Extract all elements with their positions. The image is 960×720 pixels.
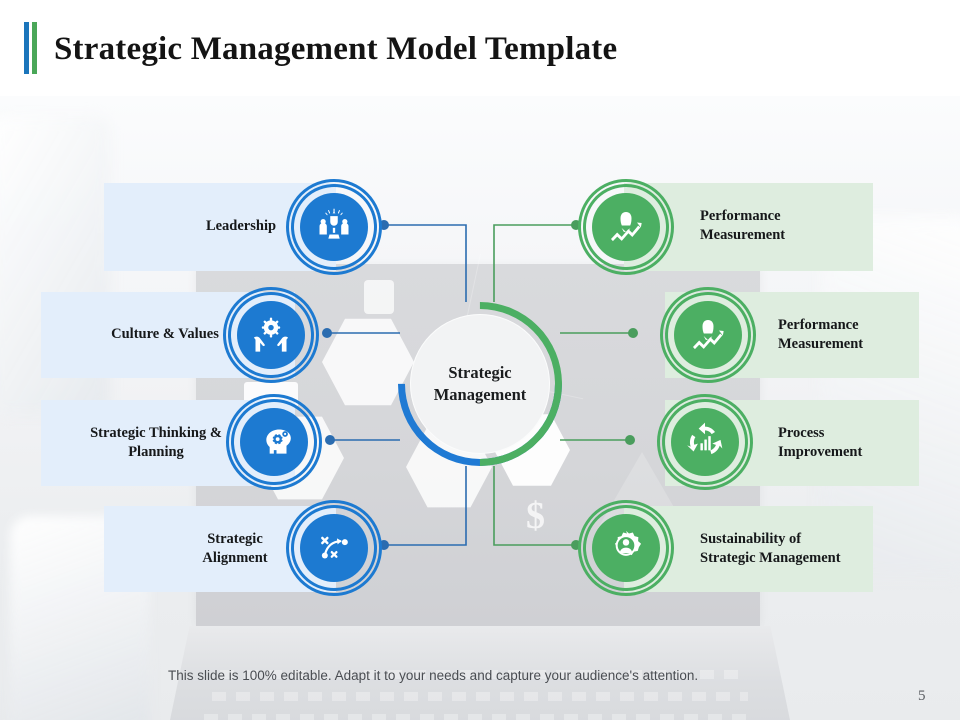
title-accent-bar-green — [32, 22, 37, 74]
panel-label-performance-1-line1: Performance — [700, 208, 781, 224]
footer-note: This slide is 100% editable. Adapt it to… — [168, 668, 699, 683]
page-number: 5 — [918, 688, 926, 704]
hub-text-line2: Management — [433, 385, 527, 404]
panel-label-strategic-thinking-line2: Planning — [128, 444, 184, 460]
node-disc — [671, 408, 739, 476]
title-accent-bar-blue — [24, 22, 29, 74]
panel-label-process-improvement-line1: Process — [778, 425, 825, 441]
recycle-bar-chart-icon — [687, 422, 723, 455]
node-performance-measurement-2[interactable] — [651, 278, 765, 392]
central-hub[interactable]: Strategic Management — [364, 268, 596, 500]
hands-holding-gear-icon — [254, 317, 288, 352]
node-strategic-alignment[interactable] — [277, 491, 391, 605]
panel-label-leadership: Leadership — [205, 218, 277, 234]
head-with-gears-icon — [266, 429, 291, 454]
person-growth-chart-icon — [693, 320, 724, 350]
bg-laptop-base — [150, 626, 810, 720]
node-disc — [300, 193, 368, 261]
strategy-playbook-icon — [321, 536, 348, 559]
hub-ring-green — [364, 268, 596, 500]
hub-text: Strategic Management — [434, 362, 527, 406]
panel-label-culture-values: Culture & Values — [111, 326, 219, 342]
panel-label-performance-1-line2: Measurement — [700, 227, 786, 243]
gear-person-icon — [614, 530, 642, 556]
node-performance-measurement-1[interactable] — [569, 170, 683, 284]
panel-sustainability[interactable]: Sustainability of Strategic Management — [624, 506, 873, 592]
node-disc — [592, 193, 660, 261]
leadership-trophy-team-icon — [319, 208, 349, 239]
node-disc — [300, 514, 368, 582]
panel-label-strategic-alignment-line1: Strategic — [207, 531, 263, 547]
panel-label-strategic-thinking-line1: Strategic Thinking & — [90, 425, 222, 441]
node-culture-values[interactable] — [214, 278, 328, 392]
bg-key-row — [204, 714, 756, 720]
bg-cursor-shape — [364, 280, 394, 314]
node-disc — [240, 408, 308, 476]
node-strategic-thinking[interactable] — [217, 385, 331, 499]
slide-header: Strategic Management Model Template — [0, 0, 960, 96]
panel-leadership[interactable]: Leadership — [104, 183, 336, 271]
panel-label-sustainability-line2: Strategic Management — [700, 550, 841, 566]
panel-performance-measurement-1[interactable]: Performance Measurement — [624, 183, 873, 271]
hub-text-line1: Strategic — [448, 363, 512, 382]
node-sustainability[interactable] — [569, 491, 683, 605]
panel-strategic-alignment[interactable]: Strategic Alignment — [104, 506, 336, 592]
panel-label-performance-2-line2: Measurement — [778, 336, 864, 352]
hub-face: Strategic Management — [410, 314, 550, 454]
bg-key-row — [220, 670, 740, 679]
panel-label-process-improvement-line2: Improvement — [778, 444, 863, 460]
node-process-improvement[interactable] — [648, 385, 762, 499]
node-disc — [237, 301, 305, 369]
node-disc — [674, 301, 742, 369]
node-leadership[interactable] — [277, 170, 391, 284]
panel-label-sustainability-line1: Sustainability of — [700, 531, 802, 547]
panel-label-strategic-alignment-line2: Alignment — [202, 550, 268, 566]
page-title: Strategic Management Model Template — [54, 31, 618, 67]
bg-dollar-glyph: $ — [526, 495, 545, 537]
panel-label-performance-2-line1: Performance — [778, 317, 859, 333]
node-disc — [592, 514, 660, 582]
bg-key-row — [212, 692, 748, 701]
person-growth-chart-icon — [611, 212, 642, 242]
